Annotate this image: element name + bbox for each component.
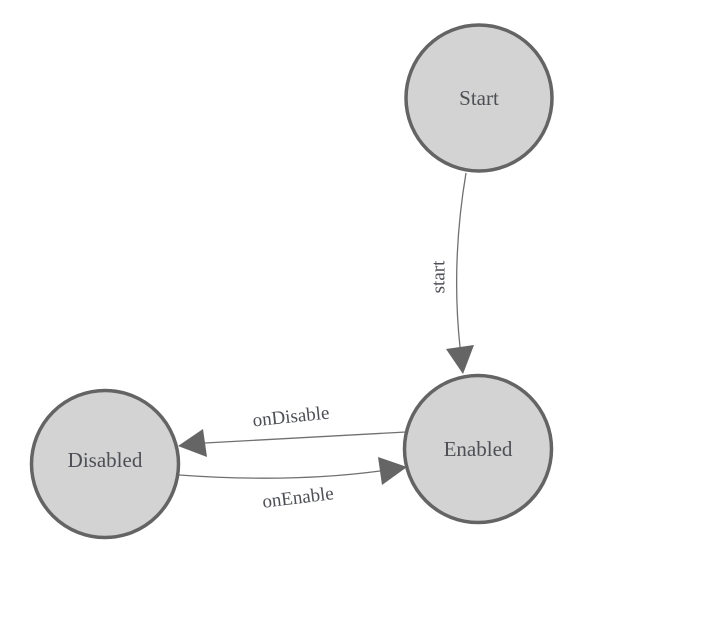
edge-disabled-to-enabled: onEnable xyxy=(178,457,407,513)
arrowhead-icon-disabled-to-enabled xyxy=(378,457,407,485)
node-label-start: Start xyxy=(459,86,499,110)
edge-line-enabled-to-disabled xyxy=(204,431,407,444)
node-label-enabled: Enabled xyxy=(444,437,513,461)
edge-label-start: start xyxy=(429,260,450,293)
edge-label-onenable: onEnable xyxy=(261,483,335,513)
node-circle-start xyxy=(404,23,554,173)
node-label-disabled: Disabled xyxy=(68,448,143,472)
arrowhead-icon-start-to-enabled xyxy=(446,345,474,374)
edge-line-disabled-to-enabled xyxy=(178,470,381,479)
arrowhead-icon-enabled-to-disabled xyxy=(178,429,207,457)
node-enabled: Enabled xyxy=(402,373,554,525)
edge-start-to-enabled: start xyxy=(429,172,474,374)
edge-label-ondisable: onDisable xyxy=(252,403,331,432)
edge-enabled-to-disabled: onDisable xyxy=(178,403,407,457)
node-circle-disabled xyxy=(29,388,181,540)
edge-line-start-to-enabled xyxy=(455,172,467,348)
node-circle-enabled xyxy=(402,373,554,525)
node-disabled: Disabled xyxy=(29,388,181,540)
node-start: Start xyxy=(404,23,554,173)
